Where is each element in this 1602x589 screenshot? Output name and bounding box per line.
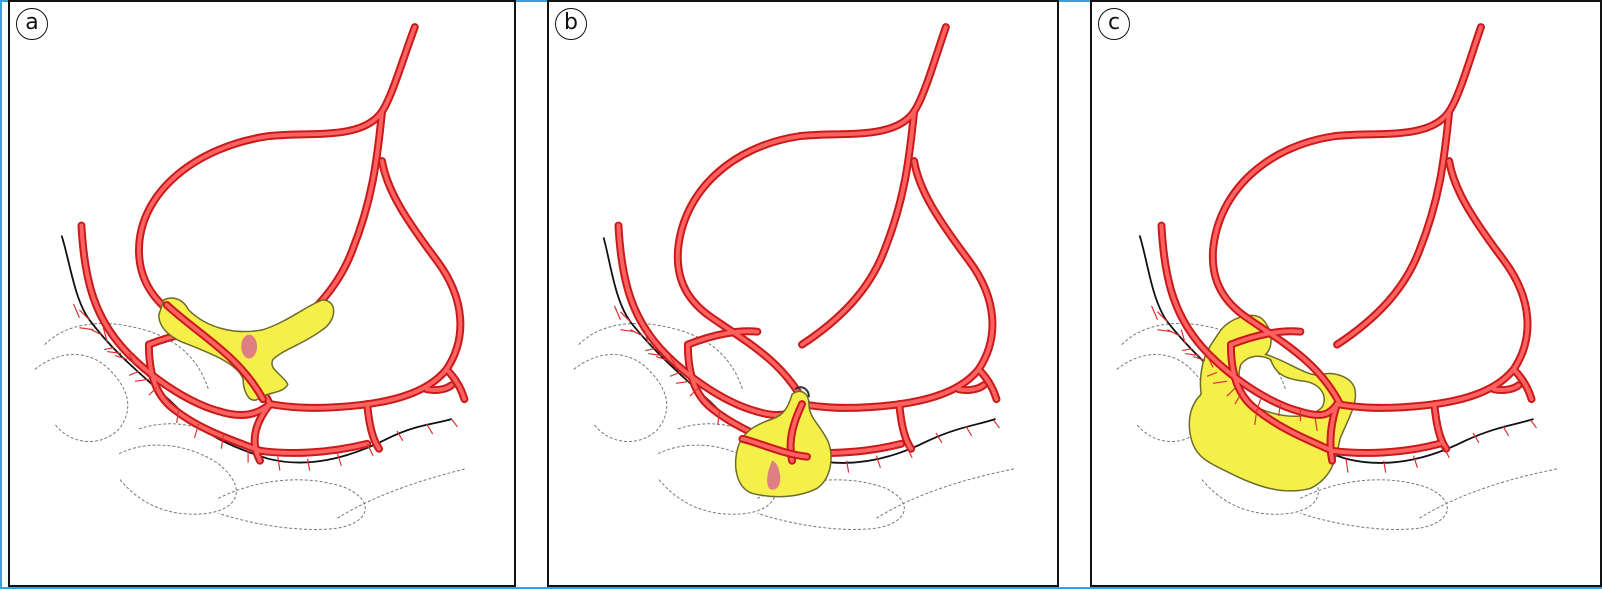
panel-a: a [8,0,516,587]
panel-b-illustration [549,2,1057,585]
panel-label: c [1098,8,1130,40]
panel-label: a [16,8,48,40]
bleeding-spot [241,335,257,359]
blood-vessels [81,27,464,461]
panel-b: b [547,0,1059,587]
panel-label: b [555,8,587,40]
panel-a-illustration [10,2,514,585]
panel-c-illustration [1092,2,1600,585]
panel-c: c [1090,0,1602,587]
lesion [159,298,334,400]
